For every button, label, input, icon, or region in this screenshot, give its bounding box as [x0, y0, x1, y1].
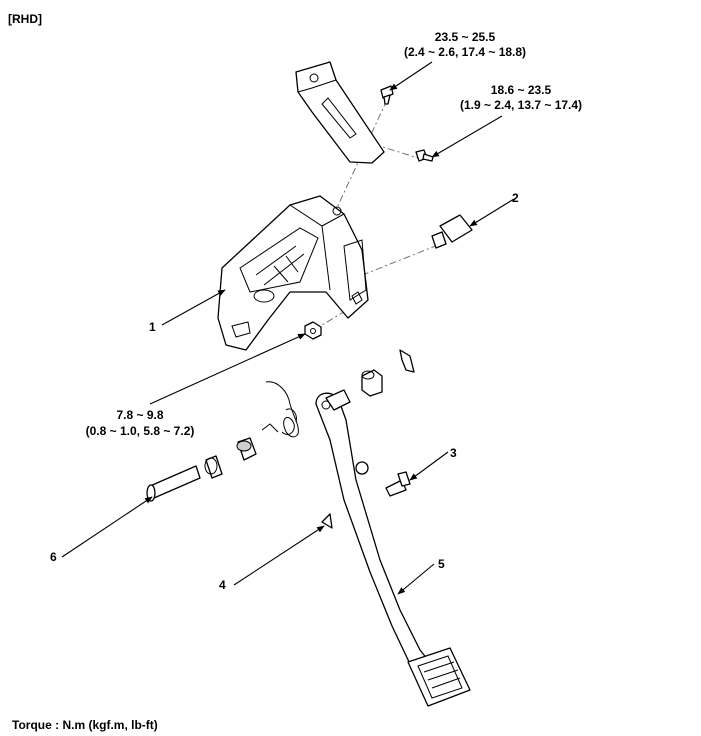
callout-6: 6 — [50, 550, 57, 564]
pedal-bracket — [217, 195, 369, 351]
callout-3: 3 — [450, 446, 457, 460]
stopper-pin — [385, 471, 411, 497]
brake-pedal-arm — [315, 389, 429, 665]
callout-1: 1 — [149, 320, 156, 334]
torque-bracket-bolt-main: 23.5 ~ 25.5 — [434, 30, 496, 44]
pivot-bolt — [146, 465, 201, 502]
callout-2: 2 — [512, 191, 519, 205]
callout-4: 4 — [219, 578, 226, 592]
return-spring — [261, 381, 299, 438]
flange-nut — [304, 321, 322, 340]
torque-units-note: Torque : N.m (kgf.m, lb-ft) — [12, 718, 158, 732]
stop-lamp-switch — [431, 214, 473, 249]
side-bolt — [415, 149, 434, 162]
upper-bolt — [380, 85, 394, 105]
torque-nut-main: 7.8 ~ 9.8 — [116, 408, 164, 422]
top-bushing — [361, 369, 383, 397]
bushing-large — [236, 437, 257, 461]
torque-upper-bolt-main: 18.6 ~ 23.5 — [490, 83, 552, 97]
torque-upper-bolt-sub: (1.9 ~ 2.4, 13.7 ~ 17.4) — [459, 98, 583, 112]
layout-tag: [RHD] — [8, 12, 42, 26]
bushing-small — [204, 455, 223, 479]
callout-5: 5 — [438, 557, 445, 571]
pedal-clip — [399, 349, 415, 373]
pedal-pad — [407, 647, 471, 707]
snap-clip — [321, 513, 333, 529]
torque-nut-sub: (0.8 ~ 1.0, 5.8 ~ 7.2) — [85, 424, 195, 438]
torque-bracket-bolt-sub: (2.4 ~ 2.6, 17.4 ~ 18.8) — [403, 45, 527, 59]
upper-mounting-plate — [295, 61, 385, 164]
leader-lines — [61, 61, 515, 595]
